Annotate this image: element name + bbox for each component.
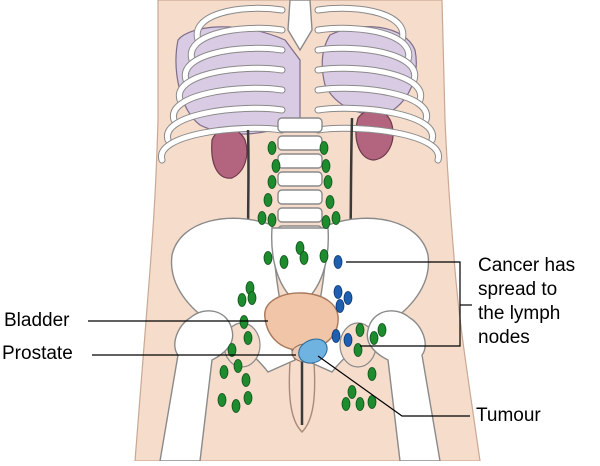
lymph-spread-line-1: Cancer has (478, 255, 576, 276)
healthy-lymph-node (331, 211, 341, 225)
femur-left (159, 310, 234, 462)
vertebra (277, 189, 323, 205)
rib (315, 45, 418, 83)
healthy-lymph-node (267, 175, 277, 189)
healthy-lymph-node (377, 323, 387, 337)
vertebra (277, 117, 323, 133)
kidney-left (211, 128, 248, 179)
rib (159, 125, 285, 163)
rib (315, 125, 441, 163)
healthy-lymph-node (267, 141, 277, 155)
lymph-nodes (217, 141, 387, 413)
healthy-lymph-node (237, 293, 247, 307)
cancer-lymph-node (343, 333, 353, 347)
rib (171, 85, 285, 123)
rib (315, 105, 435, 143)
rib (315, 25, 412, 63)
healthy-lymph-node (217, 393, 227, 407)
healthy-lymph-node (323, 175, 333, 189)
healthy-lymph-node (321, 159, 331, 173)
leader-tumour (317, 355, 470, 417)
healthy-lymph-node (271, 159, 281, 173)
healthy-lymph-node (367, 367, 377, 381)
rib (177, 65, 285, 103)
lymph-spread-label: Cancer has spread to the lymph nodes (478, 254, 575, 350)
healthy-lymph-node (319, 141, 329, 155)
healthy-lymph-node (355, 397, 365, 411)
healthy-lymph-node (227, 343, 237, 357)
healthy-lymph-node (233, 359, 243, 373)
lymph-spread-line-4: nodes (478, 327, 530, 348)
rib (194, 5, 285, 43)
rib (315, 65, 423, 103)
healthy-lymph-node (299, 251, 309, 265)
cancer-lymph-node (343, 291, 353, 305)
vertebra (277, 207, 323, 223)
healthy-lymph-node (367, 395, 377, 409)
cancer-lymph-node (335, 299, 345, 313)
spine (277, 117, 323, 241)
prostate-label: Prostate (2, 343, 73, 364)
vertebra (277, 153, 323, 169)
cancer-lymph-node (333, 285, 343, 299)
vertebra (277, 171, 323, 187)
healthy-lymph-node (241, 373, 251, 387)
penis (288, 361, 316, 433)
healthy-lymph-node (321, 215, 331, 229)
healthy-lymph-node (243, 331, 253, 345)
cancer-lymph-node (333, 255, 343, 269)
healthy-lymph-node (325, 195, 335, 209)
tumour-label: Tumour (476, 405, 541, 426)
healthy-lymph-node (279, 255, 289, 269)
vertebra (277, 135, 323, 151)
healthy-lymph-node (267, 213, 277, 227)
lymph-spread-line-3: the lymph (478, 303, 561, 324)
bladder-label: Bladder (4, 310, 70, 331)
sternum (287, 0, 313, 52)
healthy-lymph-node (247, 291, 257, 305)
healthy-lymph-node (355, 323, 365, 337)
healthy-lymph-node (243, 391, 253, 405)
ribcage (158, 0, 442, 164)
healthy-lymph-node (219, 365, 229, 379)
healthy-lymph-node (263, 251, 273, 265)
rib (188, 25, 285, 63)
leader-spread-top (346, 261, 461, 305)
healthy-lymph-node (295, 241, 305, 255)
kidney-right (355, 109, 394, 161)
healthy-lymph-node (257, 211, 267, 225)
lymph-spread-line-2: spread to (478, 279, 558, 300)
healthy-lymph-node (319, 249, 329, 263)
cancer-lymph-node (331, 329, 341, 343)
rib (182, 45, 285, 83)
femur-right (366, 310, 441, 462)
rib (315, 5, 406, 43)
rib (165, 105, 285, 143)
leader-spread-bottom (360, 305, 461, 347)
healthy-lymph-node (341, 397, 351, 411)
healthy-lymph-node (353, 343, 363, 357)
healthy-lymph-node (369, 331, 379, 345)
bladder (264, 292, 339, 351)
healthy-lymph-node (347, 385, 357, 399)
healthy-lymph-node (239, 315, 249, 329)
rib (315, 85, 429, 123)
healthy-lymph-node (263, 193, 273, 207)
healthy-lymph-node (231, 399, 241, 413)
